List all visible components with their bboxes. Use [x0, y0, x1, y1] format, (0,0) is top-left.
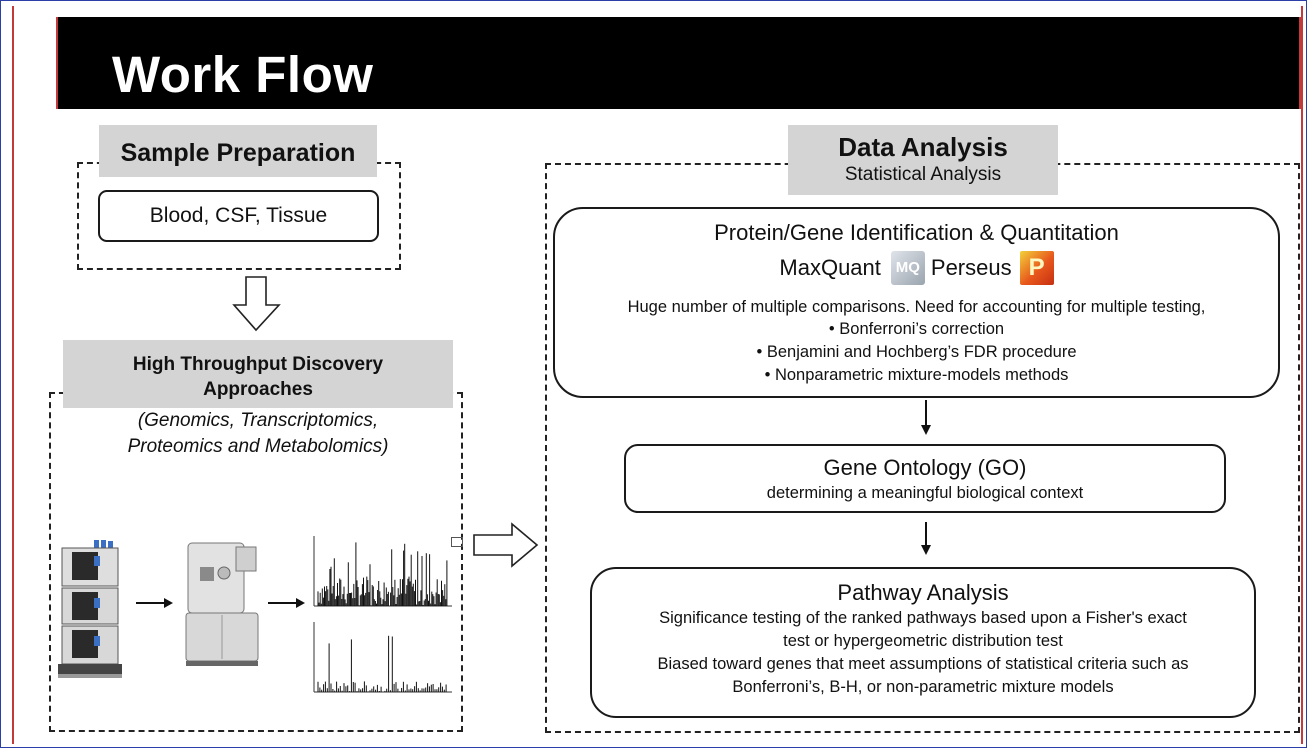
gene-ontology-desc: determining a meaningful biological cont…	[766, 484, 1084, 502]
inner-frame	[12, 6, 1303, 744]
omics-line1: (Genomics, Transcriptomics,	[137, 410, 379, 431]
statistical-analysis-subheading: Statistical Analysis	[844, 164, 1002, 185]
pathway-line-1: Significance testing of the ranked pathw…	[659, 609, 1187, 627]
sample-prep-heading-bg: Sample Preparation	[99, 125, 377, 177]
pathway-line-3: Biased toward genes that meet assumption…	[657, 655, 1189, 673]
discovery-heading-bg: High Throughput Discovery Approaches	[63, 340, 453, 408]
hollow-right-arrow-icon	[473, 522, 539, 568]
flow-arrow-icon	[136, 598, 173, 608]
pathway-analysis-box: Pathway Analysis Significance testing of…	[590, 567, 1256, 718]
omics-line2: Proteomics and Metabolomics)	[127, 436, 389, 457]
pathway-line-2: test or hypergeometric distribution test	[783, 632, 1063, 650]
title-bar: Work Flow	[56, 17, 1301, 109]
maxquant-label: MaxQuant	[779, 255, 881, 280]
tools-row: MaxQuant MQ Perseus P	[555, 248, 1278, 288]
correction-bullet-2: • Benjamini and Hochberg’s FDR procedure	[756, 343, 1077, 361]
protein-identification-box: Protein/Gene Identification & Quantitati…	[553, 207, 1280, 398]
sample-type-box: Blood, CSF, Tissue	[98, 190, 379, 242]
down-arrow-icon	[921, 522, 931, 555]
mass-spectrometer-icon	[185, 542, 259, 666]
spectrum-marker	[451, 537, 463, 547]
discovery-heading-line2: Approaches	[203, 379, 313, 400]
data-analysis-heading-bg: Data Analysis Statistical Analysis	[788, 125, 1058, 195]
protein-identification-title: Protein/Gene Identification & Quantitati…	[714, 220, 1119, 245]
liquid-chromatography-icon	[58, 540, 122, 678]
gene-ontology-title: Gene Ontology (GO)	[823, 455, 1027, 480]
maxquant-logo-icon: MQ	[890, 251, 925, 285]
hollow-down-arrow-icon	[232, 276, 281, 332]
down-arrow-icon	[921, 400, 931, 435]
pathway-line-4: Bonferroni’s, B-H, or non-parametric mix…	[732, 678, 1114, 696]
sample-prep-heading: Sample Preparation	[120, 139, 356, 167]
page-title: Work Flow	[112, 46, 374, 103]
data-analysis-heading: Data Analysis	[838, 132, 1008, 162]
mass-spectrum-icon	[308, 530, 458, 700]
discovery-heading-line1: High Throughput Discovery	[132, 354, 384, 375]
sample-type-text: Blood, CSF, Tissue	[149, 204, 328, 227]
gene-ontology-box: Gene Ontology (GO) determining a meaning…	[624, 444, 1226, 513]
perseus-label: Perseus	[930, 255, 1012, 280]
omics-list: (Genomics, Transcriptomics, Proteomics a…	[70, 408, 446, 460]
correction-bullet-3: • Nonparametric mixture-models methods	[764, 366, 1069, 384]
flow-arrow-icon	[268, 598, 305, 608]
perseus-logo-icon: P	[1019, 251, 1054, 285]
pathway-analysis-title: Pathway Analysis	[837, 580, 1009, 605]
correction-bullet-1: • Bonferroni’s correction	[828, 320, 1005, 338]
multiple-comparisons-text: Huge number of multiple comparisons. Nee…	[627, 298, 1206, 316]
